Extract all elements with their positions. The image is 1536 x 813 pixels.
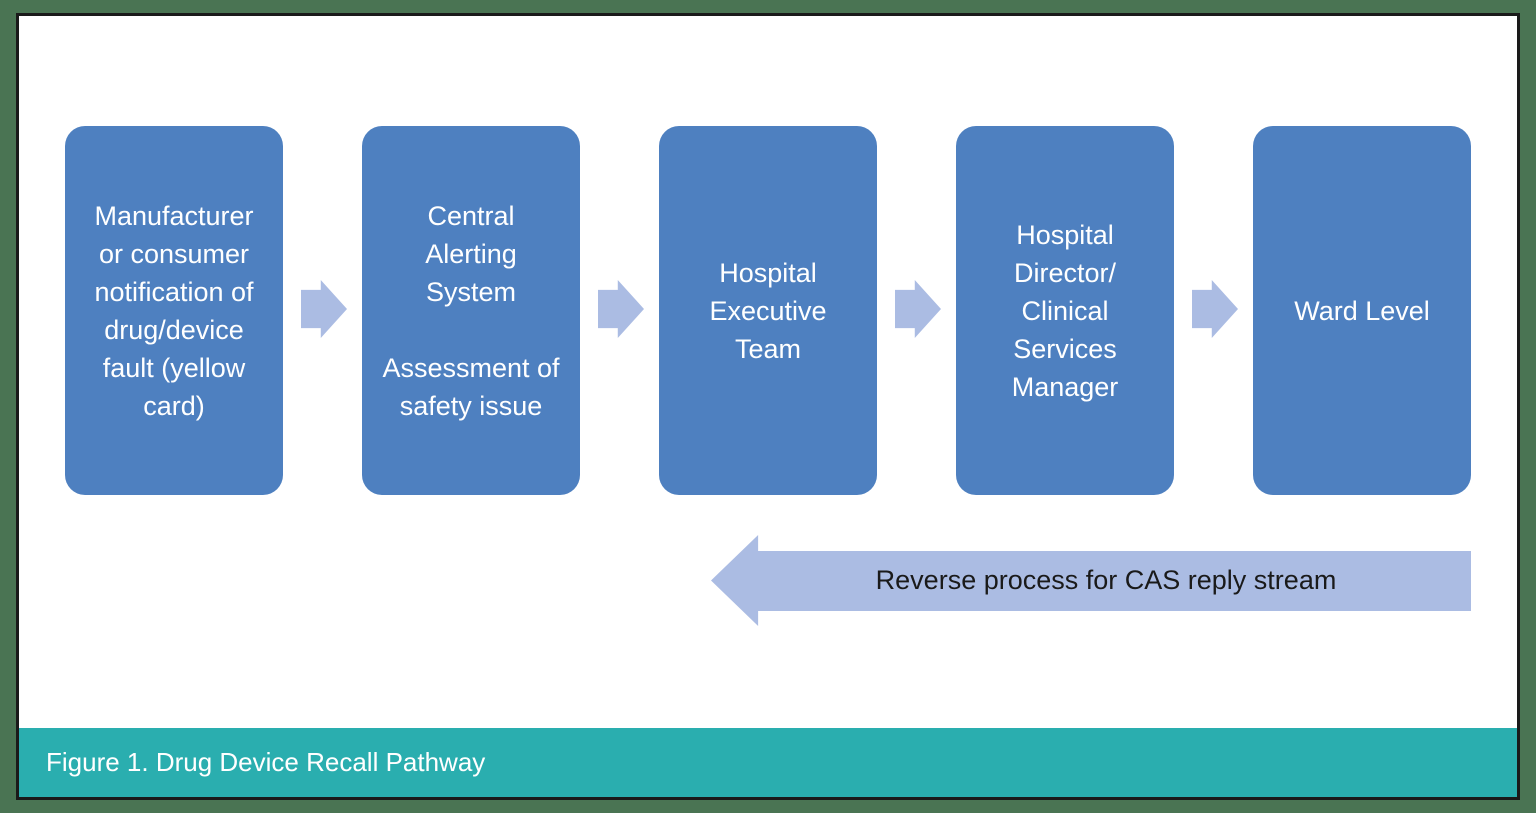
figure-caption: Figure 1. Drug Device Recall Pathway <box>46 747 486 777</box>
flow-step-label: Hospital Executive Team <box>709 257 827 364</box>
flow-step-label: Hospital Director/ Clinical Services Man… <box>1011 219 1119 402</box>
flow-step-label: Ward Level <box>1294 295 1430 326</box>
right-arrow-icon <box>301 280 347 338</box>
flow-step-hospital-executive-team: Hospital Executive Team <box>659 126 877 495</box>
reverse-arrow-label: Reverse process for CAS reply stream <box>875 565 1337 595</box>
diagram-panel: Manufacturer or consumer notification of… <box>16 13 1520 800</box>
flow-step-label: Central Alerting System Assessment of sa… <box>382 200 560 421</box>
right-arrow-icon <box>1192 280 1238 338</box>
flow-step-ward-level: Ward Level <box>1253 126 1471 495</box>
flow-step-label: Manufacturer or consumer notification of… <box>94 200 254 421</box>
right-arrow-icon <box>895 280 941 338</box>
flow-step-hospital-director-clinical-services-manager: Hospital Director/ Clinical Services Man… <box>956 126 1174 495</box>
flow-step-central-alerting-system: Central Alerting System Assessment of sa… <box>362 126 580 495</box>
flow-step-manufacturer-notification: Manufacturer or consumer notification of… <box>65 126 283 495</box>
left-arrow-reverse-process: Reverse process for CAS reply stream <box>711 535 1471 626</box>
right-arrow-icon <box>598 280 644 338</box>
caption-bar: Figure 1. Drug Device Recall Pathway <box>19 728 1517 797</box>
